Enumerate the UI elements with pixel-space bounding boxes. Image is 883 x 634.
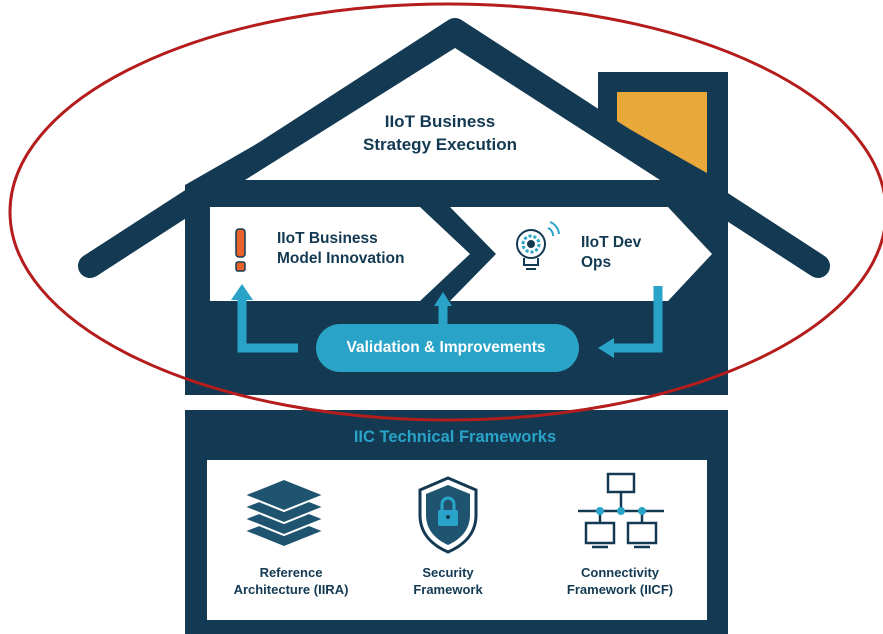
network-computers-icon bbox=[578, 472, 664, 549]
devops-chevron bbox=[450, 207, 712, 301]
strategy-execution-title: IIoT Business Strategy Execution bbox=[340, 110, 540, 156]
framework-connectivity-label: Connectivity Framework (IICF) bbox=[535, 564, 705, 598]
devops-line2: Ops bbox=[581, 254, 612, 271]
shield-lock-icon bbox=[418, 476, 478, 554]
innovation-line2: Model Innovation bbox=[277, 250, 405, 267]
gear-bulb-icon bbox=[516, 221, 560, 270]
framework-security-label: Security Framework bbox=[363, 564, 533, 598]
devops-label: IIoT Dev Ops bbox=[581, 233, 641, 273]
foundation-title: IIC Technical Frameworks bbox=[353, 428, 557, 446]
arrow-right-down-head bbox=[598, 338, 614, 358]
validation-pill bbox=[316, 324, 579, 372]
roof-title-line2: Strategy Execution bbox=[363, 135, 517, 154]
arrow-left-up-head bbox=[231, 284, 253, 300]
arrow-right-down bbox=[614, 286, 663, 353]
framework-connectivity-line1: Connectivity bbox=[580, 565, 659, 580]
framework-reference-line2: Architecture (IIRA) bbox=[233, 582, 349, 597]
innovation-chevron bbox=[210, 207, 470, 301]
highlight-ellipse bbox=[8, 2, 883, 422]
exclamation-icon bbox=[235, 228, 246, 272]
innovation-label: IIoT Business Model Innovation bbox=[277, 229, 404, 269]
innovation-line1: IIoT Business bbox=[277, 230, 378, 247]
roof-panel bbox=[245, 48, 660, 180]
devops-line1: IIoT Dev bbox=[581, 234, 642, 251]
stacked-layers-icon bbox=[241, 477, 327, 549]
framework-reference-label: Reference Architecture (IIRA) bbox=[206, 564, 376, 598]
framework-reference-line1: Reference bbox=[259, 565, 323, 580]
arrow-left-up bbox=[237, 300, 298, 353]
framework-security-line1: Security bbox=[422, 565, 474, 580]
framework-security-line2: Framework bbox=[413, 582, 483, 597]
framework-connectivity-line2: Framework (IICF) bbox=[566, 582, 674, 597]
roof-outline bbox=[78, 18, 830, 278]
roof-title-line1: IIoT Business bbox=[384, 112, 496, 131]
arrow-center-up-head bbox=[434, 292, 452, 306]
validation-label: Validation & Improvements bbox=[346, 339, 546, 356]
